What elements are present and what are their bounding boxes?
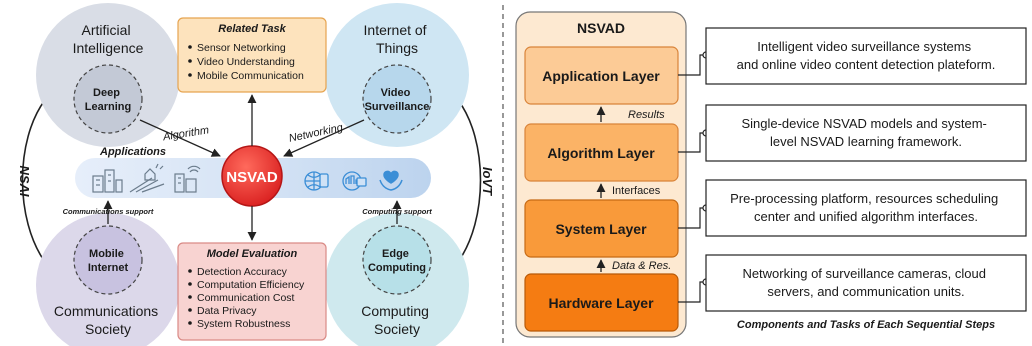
connector-dots — [702, 51, 710, 286]
hardware-description: Networking of surveillance cameras, clou… — [742, 266, 989, 299]
networking-arrow — [283, 119, 365, 157]
related-task-box — [177, 17, 327, 93]
related-task-item: Video Understanding — [197, 56, 295, 68]
right-caption: Components and Tasks of Each Sequential … — [737, 319, 995, 331]
smart-city-icon — [342, 171, 367, 191]
edge-computing-circle — [362, 225, 432, 295]
system-description: Pre-processing platform, resources sched… — [730, 191, 1002, 224]
deep-learning-circle — [73, 64, 143, 134]
ai-line-1: Artificial — [82, 22, 131, 38]
evaluation-item: Computation Efficiency — [197, 279, 305, 291]
communications-support-label: Communications support — [63, 207, 154, 216]
algorithm-arrow — [139, 119, 221, 157]
hardware-description-box — [705, 254, 1027, 312]
iot-line-1: Internet of — [364, 22, 427, 38]
evaluation-item: Communication Cost — [197, 292, 295, 304]
results-label: Results — [628, 109, 665, 121]
nsai-connector — [21, 99, 46, 263]
global-network-icon — [304, 171, 329, 191]
ai-line-2: Intelligence — [73, 40, 144, 56]
computing-support-label: Computing support — [362, 207, 432, 216]
mobile-internet-label: Mobile Internet — [88, 248, 129, 274]
nsvad-stack-title: NSVAD — [577, 20, 625, 36]
mobile-internet-circle — [73, 225, 143, 295]
video-surveillance-label: Video Surveillance — [365, 87, 430, 113]
deep-learning-label: Deep Learning — [85, 87, 131, 113]
nsvad-center-label: NSVAD — [226, 169, 278, 186]
related-task-item: Mobile Communication — [197, 70, 304, 82]
algorithm-layer-label: Algorithm Layer — [547, 145, 655, 161]
cs-line-1: Communications — [54, 303, 158, 319]
iot-line-2: Things — [376, 40, 418, 56]
related-task-item: Sensor Networking — [197, 42, 286, 54]
cs-line-2: Society — [85, 321, 131, 337]
system-layer-label: System Layer — [555, 221, 647, 237]
smart-buildings-icon — [174, 165, 201, 193]
evaluation-item: Detection Accuracy — [197, 266, 288, 278]
data-res-label: Data & Res. — [612, 260, 671, 272]
city-icon — [92, 169, 123, 193]
iovt-connector — [457, 99, 482, 263]
algorithm-description-box — [705, 104, 1027, 162]
system-description-box — [705, 179, 1027, 237]
iovt-label: IoVT — [480, 167, 495, 196]
interfaces-label: Interfaces — [612, 185, 661, 197]
application-description: Intelligent video surveillance systems a… — [737, 39, 996, 72]
application-description-box — [705, 27, 1027, 85]
computing-society-label: Computing Society — [361, 303, 433, 337]
related-task-list: Sensor Networking Video Understanding Mo… — [188, 42, 304, 82]
related-task-title: Related Task — [218, 23, 286, 35]
algorithm-description: Single-device NSVAD models and system- l… — [741, 116, 990, 149]
cps-line-1: Computing — [361, 303, 429, 319]
communications-society-label: Communications Society — [54, 303, 162, 337]
farm-icon — [129, 163, 165, 193]
nsai-label: NSAI — [17, 165, 32, 196]
evaluation-item: System Robustness — [197, 318, 290, 330]
application-layer-label: Application Layer — [542, 68, 660, 84]
model-evaluation-title: Model Evaluation — [207, 248, 298, 260]
internet-of-things-label: Internet of Things — [364, 22, 431, 56]
hardware-layer-label: Hardware Layer — [548, 295, 654, 311]
edge-computing-label: Edge Computing — [368, 248, 426, 274]
care-hands-icon — [379, 170, 403, 191]
applications-label: Applications — [99, 146, 166, 158]
evaluation-item: Data Privacy — [197, 305, 257, 317]
artificial-intelligence-label: Artificial Intelligence — [73, 22, 144, 56]
video-surveillance-circle — [362, 64, 432, 134]
cps-line-2: Society — [374, 321, 420, 337]
model-evaluation-box — [177, 242, 327, 341]
model-evaluation-list: Detection Accuracy Computation Efficienc… — [188, 266, 305, 330]
